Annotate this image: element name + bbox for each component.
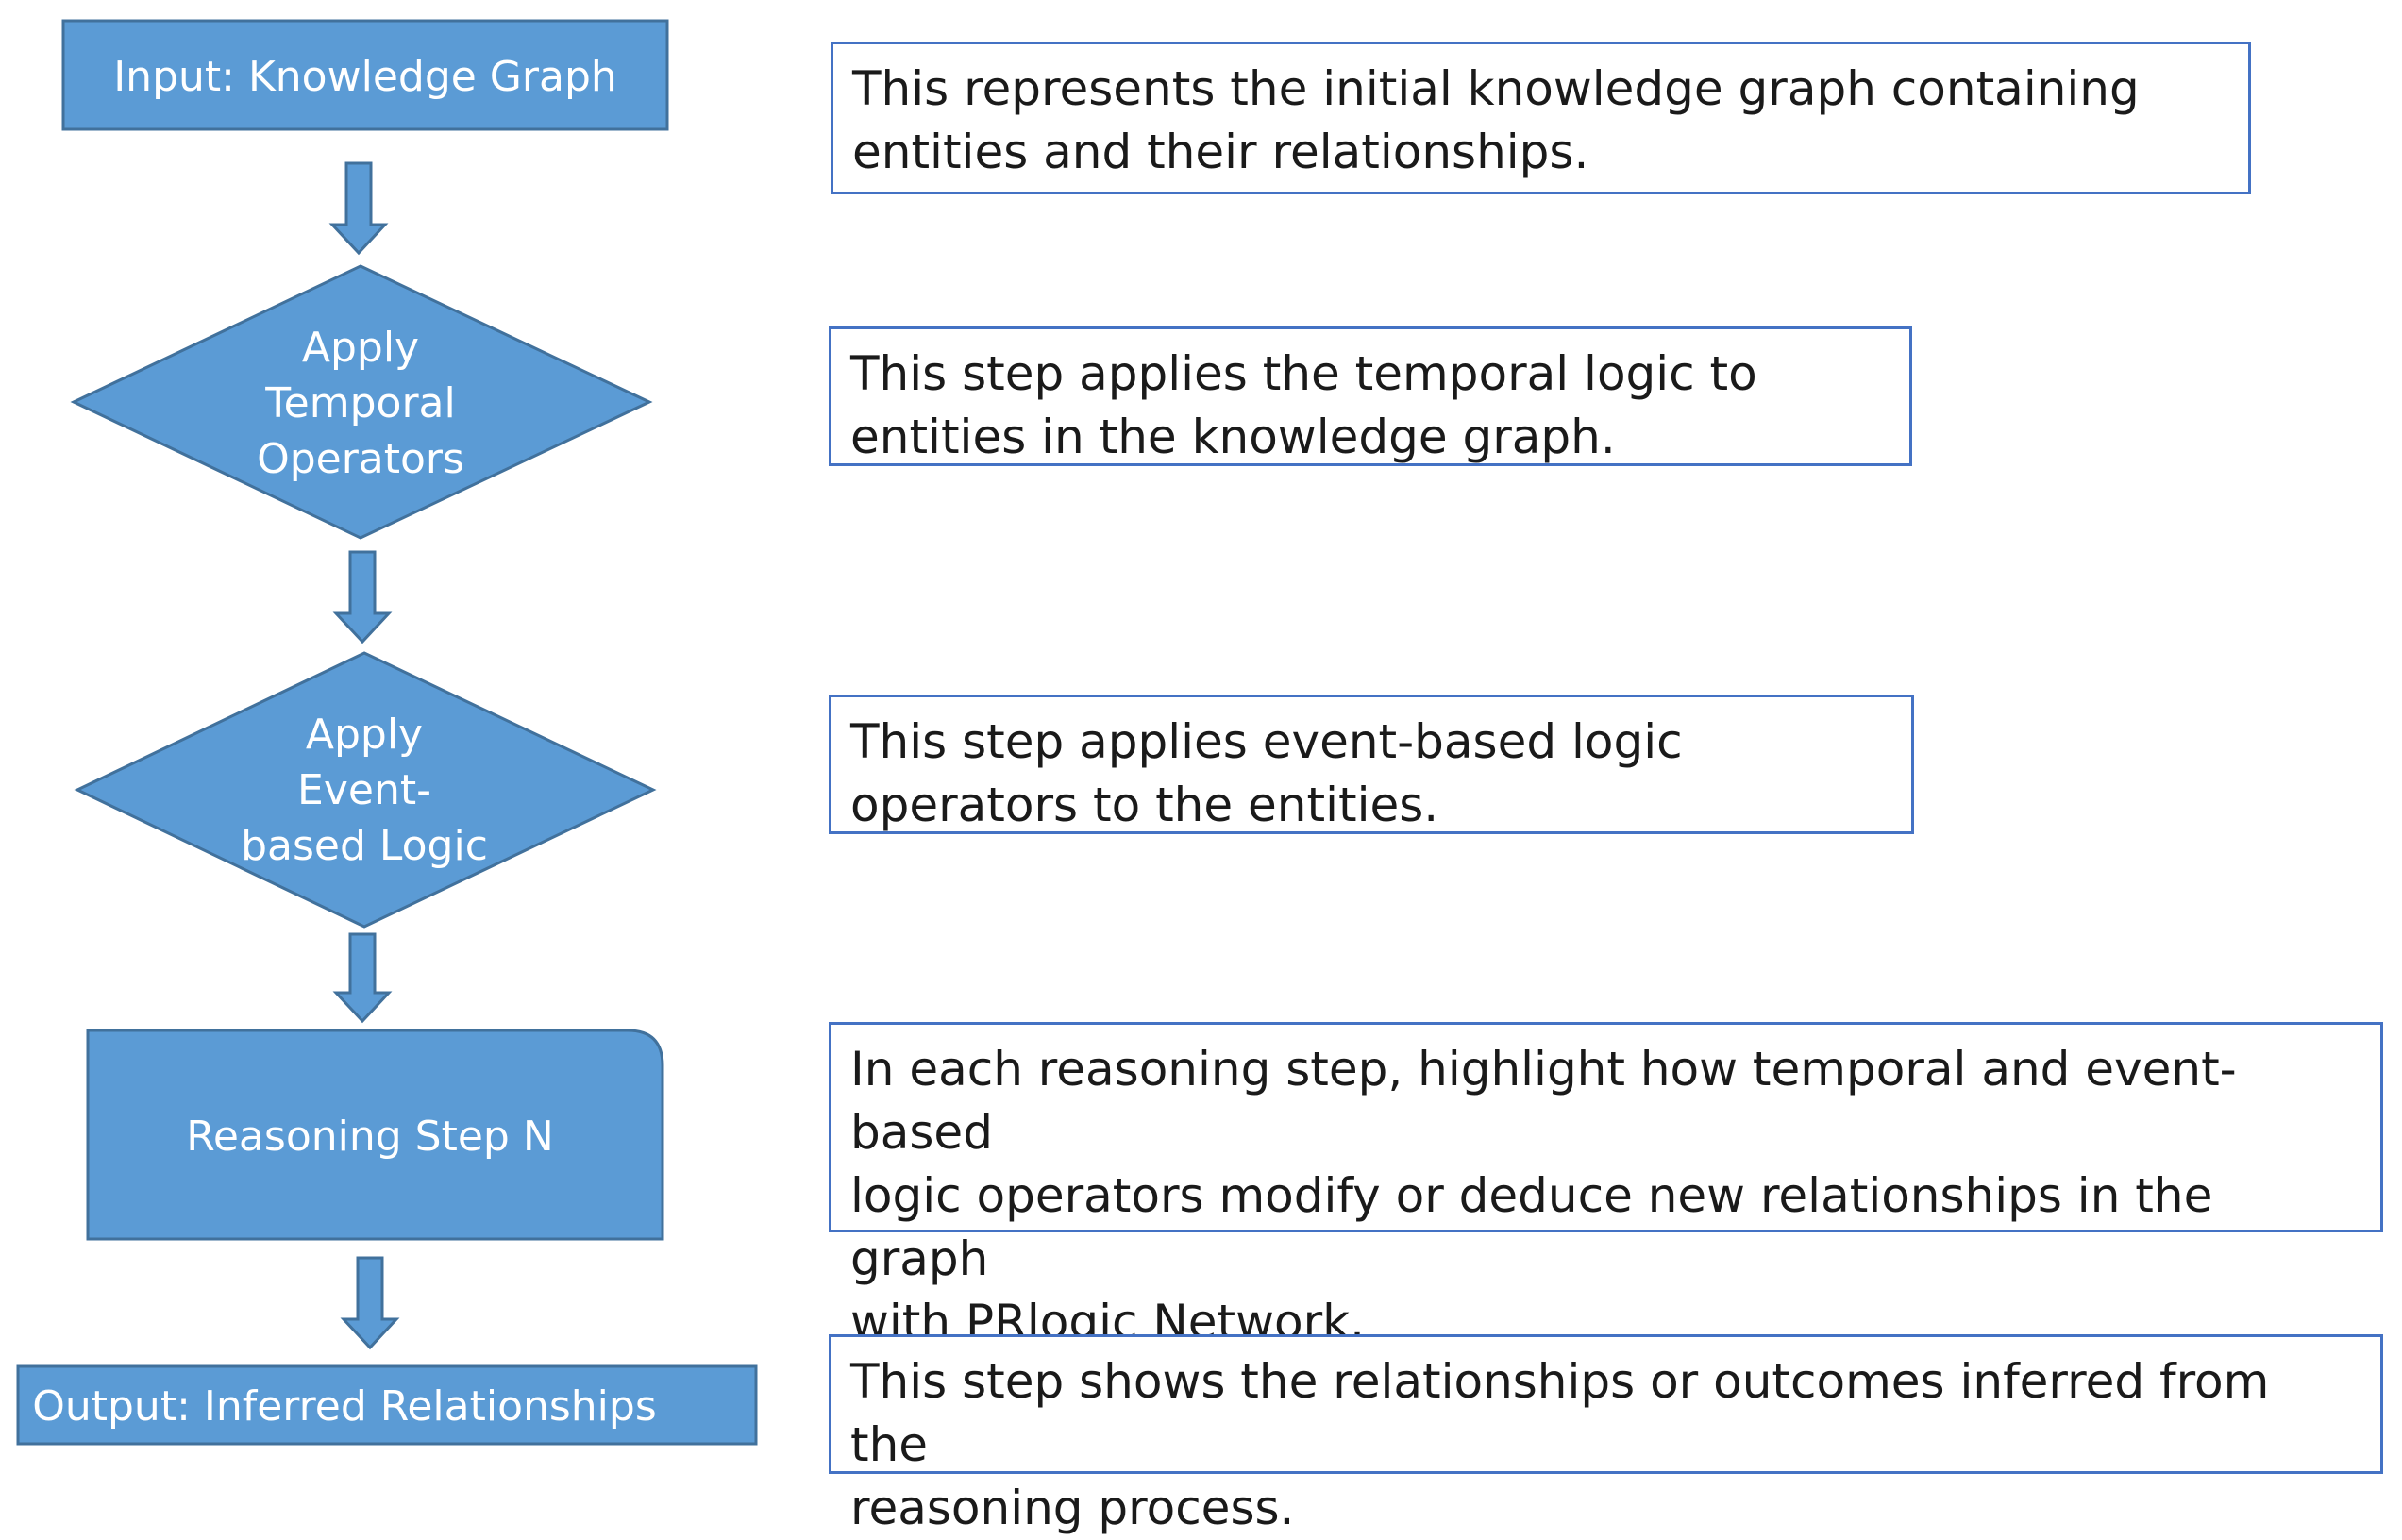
node-reasoning-shape xyxy=(86,1029,664,1241)
node-temporal-shape xyxy=(70,264,653,540)
node-input: Input: Knowledge Graph xyxy=(61,19,669,131)
node-event: Apply Event- based Logic xyxy=(74,651,657,929)
node-reasoning-label: Reasoning Step N xyxy=(186,1113,553,1161)
node-event-line-2: Event- xyxy=(297,766,431,814)
node-output-shape xyxy=(16,1364,758,1446)
node-temporal-line-3: Operators xyxy=(257,435,464,483)
description-reasoning: In each reasoning step, highlight how te… xyxy=(829,1022,2383,1349)
description-output: This step shows the relationships or out… xyxy=(829,1334,2383,1535)
node-event-line-3: based Logic xyxy=(241,822,488,870)
arrow-reasoning-to-output xyxy=(340,1256,400,1350)
arrow-temporal-to-event xyxy=(332,550,393,644)
node-output-label: Output: Inferred Relationships xyxy=(32,1382,657,1431)
description-event: This step applies event-based logic oper… xyxy=(829,695,1914,834)
node-output: Output: Inferred Relationships xyxy=(16,1364,758,1446)
node-reasoning: Reasoning Step N xyxy=(86,1029,664,1241)
node-temporal-line-2: Temporal xyxy=(264,379,455,427)
node-temporal: Apply Temporal Operators xyxy=(70,264,653,540)
node-event-shape xyxy=(74,651,657,929)
arrow-input-to-temporal xyxy=(328,161,389,256)
node-event-line-1: Apply xyxy=(306,711,423,759)
description-input: This represents the initial knowledge gr… xyxy=(831,42,2251,194)
description-temporal: This step applies the temporal logic to … xyxy=(829,326,1912,466)
node-input-label: Input: Knowledge Graph xyxy=(113,53,617,101)
node-input-shape xyxy=(61,19,669,131)
arrow-event-to-reasoning xyxy=(332,932,393,1024)
flowchart: Input: Knowledge Graph Apply Temporal Op… xyxy=(16,19,758,1446)
node-temporal-line-1: Apply xyxy=(302,324,419,372)
